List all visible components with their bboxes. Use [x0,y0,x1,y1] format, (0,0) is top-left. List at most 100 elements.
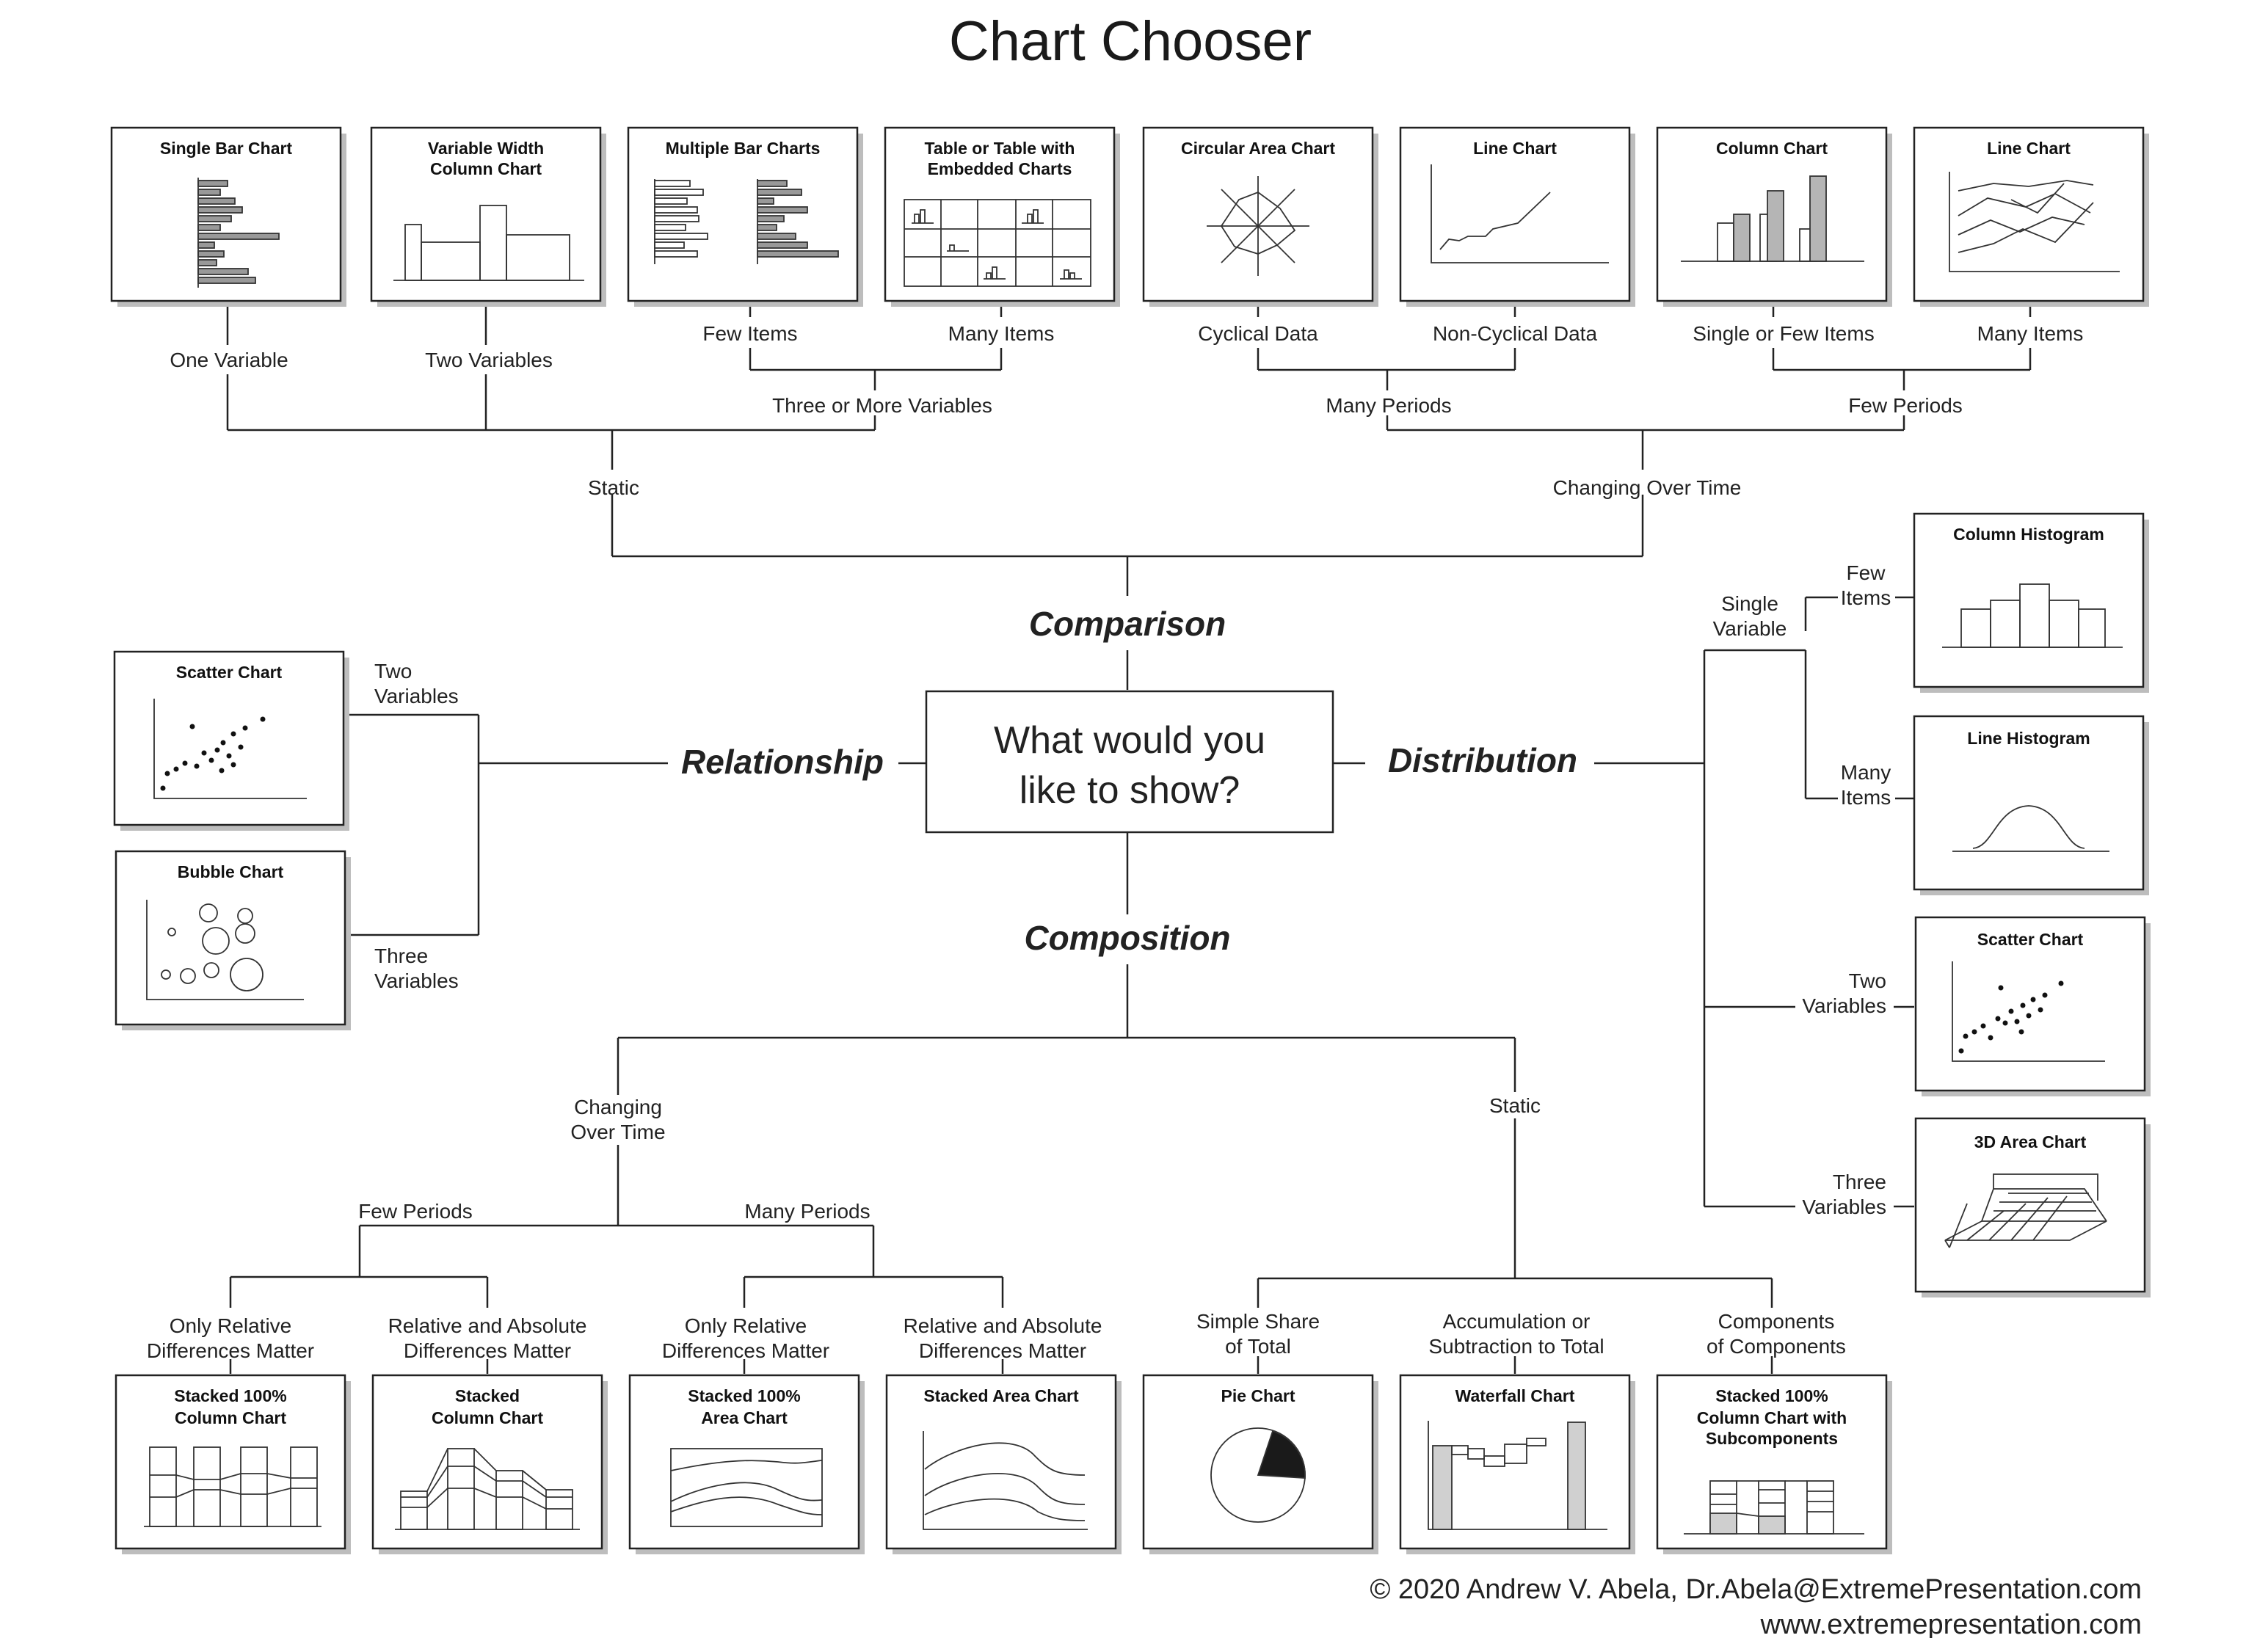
box-stacked-100-column-with-subcomponents: Stacked 100% Column Chart with Subcompon… [1656,1374,1892,1554]
svg-text:Single Bar Chart: Single Bar Chart [160,139,293,158]
label-rel-three-1: Three [374,944,428,967]
label-only-relative-2: Differences Matter [147,1339,314,1362]
label-few-periods: Few Periods [1848,394,1963,417]
box-table-embedded-charts: Table or Table with Embedded Charts [884,126,1120,307]
label-rel-abs-b2: Differences Matter [919,1339,1086,1362]
label-dist-three-1: Three [1833,1171,1886,1193]
label-comp-few-periods: Few Periods [358,1200,473,1223]
box-stacked-column-chart: Stacked Column Chart [371,1374,608,1554]
label-non-cyclical: Non-Cyclical Data [1433,322,1597,345]
box-scatter-chart-distribution: Scatter Chart [1914,916,2151,1096]
category-relationship: Relationship [681,743,884,781]
label-three-or-more: Three or More Variables [772,394,992,417]
page-title: Chart Chooser [949,10,1312,73]
label-single-or-few: Single or Few Items [1693,322,1874,345]
question-line1: What would you [994,719,1265,762]
box-line-chart-cyclical: Line Chart [1399,126,1635,307]
label-rel-two-2: Variables [374,685,459,707]
label-rel-three-2: Variables [374,969,459,992]
label-rel-abs-1: Relative and Absolute [388,1314,587,1337]
label-dist-two-1: Two [1849,969,1886,992]
label-accum-2: Subtraction to Total [1428,1335,1604,1358]
box-line-histogram: Line Histogram [1913,715,2149,895]
label-dist-two-2: Variables [1802,994,1886,1017]
label-few-items: Few Items [702,322,797,345]
box-waterfall-chart: Waterfall Chart [1399,1374,1635,1554]
label-single-variable-1: Single [1721,592,1778,615]
svg-text:Stacked 100%: Stacked 100% [688,1386,800,1405]
label-dist-many-2: Items [1841,786,1891,809]
label-comp-many-periods: Many Periods [744,1200,870,1223]
box-line-chart-many-items: Line Chart [1913,126,2149,307]
label-components-1: Components [1718,1310,1835,1333]
box-stacked-100-column-chart: Stacked 100% Column Chart [115,1374,351,1554]
label-many-items-2: Many Items [1977,322,2084,345]
box-bubble-chart: Bubble Chart [115,850,351,1030]
svg-text:Bubble Chart: Bubble Chart [178,862,284,881]
label-comp-changing-2: Over Time [570,1121,665,1143]
box-column-chart: Column Chart [1656,126,1892,307]
footer-website: www.extremepresentation.com [1759,1609,2142,1638]
svg-text:Pie Chart: Pie Chart [1221,1386,1295,1405]
label-dist-three-2: Variables [1802,1195,1886,1218]
label-rel-abs-b1: Relative and Absolute [904,1314,1102,1337]
svg-text:Column Chart with: Column Chart with [1697,1408,1847,1427]
question-line2: like to show? [1019,769,1240,812]
category-composition: Composition [1024,919,1230,957]
box-multiple-bar-charts: Multiple Bar Charts [627,126,863,307]
label-one-variable: One Variable [170,349,288,371]
svg-text:Line Chart: Line Chart [1987,139,2071,158]
footer-copyright: © 2020 Andrew V. Abela, Dr.Abela@Extreme… [1370,1574,2142,1605]
svg-text:Waterfall Chart: Waterfall Chart [1455,1386,1575,1405]
label-accum-1: Accumulation or [1443,1310,1591,1333]
label-simple-share-2: of Total [1225,1335,1291,1358]
svg-text:Multiple Bar Charts: Multiple Bar Charts [666,139,821,158]
box-3d-area-chart: 3D Area Chart [1914,1117,2151,1297]
label-rel-two-1: Two [374,660,412,682]
svg-text:Variable Width: Variable Width [428,139,544,158]
svg-text:Stacked Area Chart: Stacked Area Chart [923,1386,1079,1405]
svg-text:Stacked 100%: Stacked 100% [174,1386,286,1405]
svg-text:Line Histogram: Line Histogram [1967,729,2090,748]
question-box: What would you like to show? [925,690,1334,834]
label-dist-few-1: Few [1847,561,1886,584]
label-many-periods: Many Periods [1326,394,1451,417]
box-circular-area-chart: Circular Area Chart [1142,126,1378,307]
svg-text:Circular Area Chart: Circular Area Chart [1181,139,1335,158]
label-only-relative-b1: Only Relative [685,1314,807,1337]
label-many-items: Many Items [948,322,1055,345]
box-pie-chart: Pie Chart [1142,1374,1378,1554]
box-stacked-area-chart: Stacked Area Chart [885,1374,1122,1554]
svg-text:Column Chart: Column Chart [1716,139,1828,158]
box-single-bar-chart: Single Bar Chart [110,126,346,307]
label-dist-few-2: Items [1841,586,1891,609]
label-rel-abs-2: Differences Matter [404,1339,571,1362]
label-only-relative-1: Only Relative [170,1314,292,1337]
svg-text:Column Chart: Column Chart [432,1408,543,1427]
svg-text:Column Chart: Column Chart [175,1408,286,1427]
label-single-variable-2: Variable [1713,617,1787,640]
label-comp-changing-1: Changing [574,1096,662,1118]
svg-text:Area Chart: Area Chart [701,1408,788,1427]
label-simple-share-1: Simple Share [1196,1310,1320,1333]
connector-lines [226,302,2032,1374]
svg-text:Embedded Charts: Embedded Charts [928,159,1072,178]
branch-labels: One Variable Two Variables Few Items Man… [147,322,2083,1362]
label-changing-over-time: Changing Over Time [1553,476,1742,499]
svg-text:Table or Table with: Table or Table with [925,139,1075,158]
label-static: Static [588,476,639,499]
svg-text:Stacked 100%: Stacked 100% [1715,1386,1828,1405]
label-comp-static: Static [1489,1094,1541,1117]
category-distribution: Distribution [1388,741,1577,779]
box-column-histogram: Column Histogram [1913,512,2149,693]
box-stacked-100-area-chart: Stacked 100% Area Chart [628,1374,865,1554]
svg-text:Scatter Chart: Scatter Chart [1977,930,2084,949]
svg-text:Column Histogram: Column Histogram [1953,525,2104,544]
label-only-relative-b2: Differences Matter [662,1339,829,1362]
box-scatter-chart-relationship: Scatter Chart [113,650,349,831]
label-dist-many-1: Many [1841,761,1891,784]
svg-text:Scatter Chart: Scatter Chart [176,663,283,682]
svg-text:Line Chart: Line Chart [1473,139,1557,158]
svg-text:3D Area Chart: 3D Area Chart [1974,1132,2087,1151]
